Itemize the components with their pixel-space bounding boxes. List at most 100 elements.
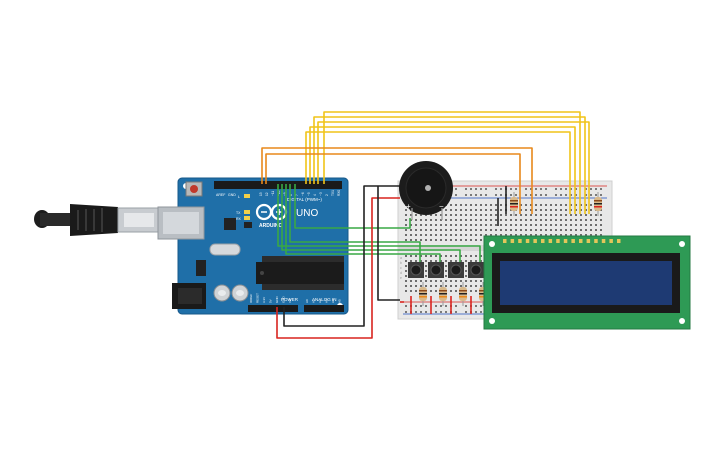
piezo-buzzer: + −: [399, 161, 453, 220]
breadboard-hole: [580, 214, 582, 216]
breadboard-hole: [600, 234, 602, 236]
breadboard-hole: [440, 311, 442, 313]
breadboard-hole: [490, 219, 492, 221]
breadboard-hole: [585, 204, 587, 206]
breadboard-hole: [405, 239, 407, 241]
breadboard-hole: [480, 234, 482, 236]
breadboard-hole: [410, 219, 412, 221]
breadboard-hole: [590, 229, 592, 231]
breadboard-hole: [585, 188, 587, 190]
breadboard-hole: [435, 214, 437, 216]
breadboard-hole: [455, 305, 457, 307]
breadboard-hole: [525, 214, 527, 216]
breadboard-hole: [435, 311, 437, 313]
breadboard-hole: [460, 239, 462, 241]
breadboard-hole: [565, 214, 567, 216]
breadboard-hole: [485, 209, 487, 211]
breadboard-hole: [595, 224, 597, 226]
breadboard-hole: [510, 229, 512, 231]
push-button-1[interactable]: [408, 262, 424, 278]
breadboard-hole: [495, 234, 497, 236]
push-button-2[interactable]: [428, 262, 444, 278]
breadboard-hole: [425, 234, 427, 236]
breadboard-hole: [600, 229, 602, 231]
breadboard-hole: [510, 224, 512, 226]
breadboard-hole: [420, 280, 422, 282]
breadboard-hole: [525, 209, 527, 211]
breadboard-hole: [525, 234, 527, 236]
breadboard-hole: [520, 234, 522, 236]
breadboard-hole: [455, 234, 457, 236]
breadboard-hole: [570, 219, 572, 221]
breadboard-hole: [520, 224, 522, 226]
breadboard-hole: [415, 229, 417, 231]
lcd-screen: [500, 261, 672, 305]
breadboard-hole: [545, 209, 547, 211]
breadboard-hole: [450, 239, 452, 241]
resistor-button-3: [459, 282, 467, 306]
breadboard-hole: [470, 219, 472, 221]
breadboard-hole: [455, 224, 457, 226]
breadboard-hole: [580, 209, 582, 211]
push-button-4[interactable]: [468, 262, 484, 278]
breadboard-hole: [450, 209, 452, 211]
breadboard-hole: [530, 229, 532, 231]
breadboard-hole: [540, 209, 542, 211]
breadboard-hole: [585, 214, 587, 216]
breadboard-hole: [550, 224, 552, 226]
breadboard-hole: [445, 239, 447, 241]
breadboard-hole: [505, 219, 507, 221]
breadboard-hole: [480, 214, 482, 216]
breadboard-hole: [540, 229, 542, 231]
breadboard-hole: [425, 270, 427, 272]
breadboard-hole: [550, 229, 552, 231]
breadboard-hole: [600, 224, 602, 226]
arduino-logo: [255, 203, 288, 221]
tx-label: TX: [236, 211, 241, 215]
breadboard-hole: [505, 234, 507, 236]
breadboard-hole: [470, 229, 472, 231]
breadboard-hole: [430, 260, 432, 262]
breadboard-hole: [515, 214, 517, 216]
breadboard-hole: [465, 311, 467, 313]
breadboard-hole: [555, 219, 557, 221]
breadboard-hole: [445, 214, 447, 216]
breadboard-hole: [460, 280, 462, 282]
breadboard-hole: [570, 194, 572, 196]
breadboard-hole: [475, 219, 477, 221]
breadboard-hole: [430, 290, 432, 292]
breadboard-hole: [435, 234, 437, 236]
lcd-pin: [510, 239, 515, 243]
breadboard-hole: [460, 255, 462, 257]
breadboard-hole: [555, 224, 557, 226]
breadboard-hole: [420, 285, 422, 287]
breadboard-hole: [530, 204, 532, 206]
breadboard-hole: [460, 204, 462, 206]
breadboard-hole: [470, 285, 472, 287]
wire-yellow-4: [309, 126, 576, 214]
breadboard-hole: [530, 188, 532, 190]
lcd-pin: [594, 239, 598, 243]
breadboard-hole: [595, 194, 597, 196]
breadboard-hole: [455, 255, 457, 257]
breadboard-hole: [410, 285, 412, 287]
breadboard-hole: [455, 214, 457, 216]
buzzer-plus-label: +: [406, 202, 411, 211]
breadboard-hole: [460, 209, 462, 211]
breadboard-hole: [460, 260, 462, 262]
breadboard-hole: [495, 219, 497, 221]
breadboard-hole: [545, 204, 547, 206]
breadboard-hole: [440, 234, 442, 236]
breadboard-hole: [480, 239, 482, 241]
breadboard-hole: [510, 188, 512, 190]
breadboard-hole: [480, 260, 482, 262]
breadboard-row-letter: c: [400, 266, 402, 270]
breadboard-hole: [455, 260, 457, 262]
breadboard-hole: [460, 224, 462, 226]
push-button-3[interactable]: [448, 262, 464, 278]
breadboard-hole: [580, 219, 582, 221]
breadboard-hole: [475, 311, 477, 313]
breadboard-hole: [465, 188, 467, 190]
